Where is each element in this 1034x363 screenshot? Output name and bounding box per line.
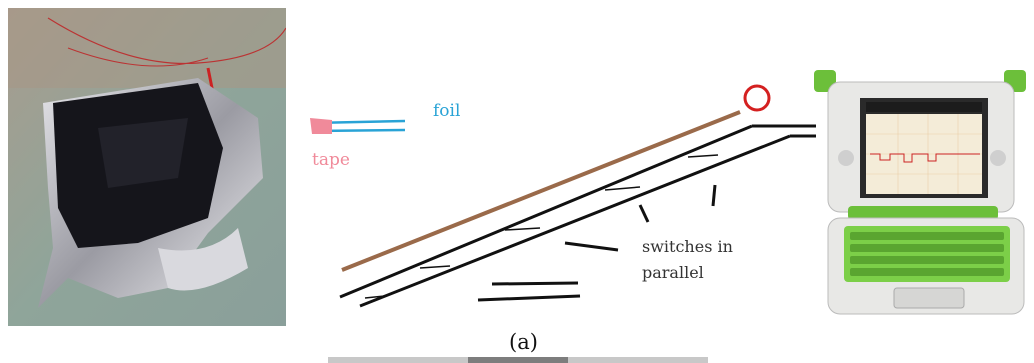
switches-label-line2: parallel [642,263,704,282]
switch-diagram [310,84,816,308]
switches-label: switches in parallel [642,234,733,286]
contact-circle [743,84,771,112]
panel-label: (a) [509,330,538,354]
foil-legend-icon [310,118,406,134]
foil-label: foil [433,101,461,121]
brown-wire [341,110,741,272]
foil-switch-photo [8,8,286,326]
tape-label: tape [312,150,350,170]
xo-laptop-icon [814,70,1026,315]
next-panel-edge [328,357,708,363]
switches-label-line1: switches in [642,237,733,256]
